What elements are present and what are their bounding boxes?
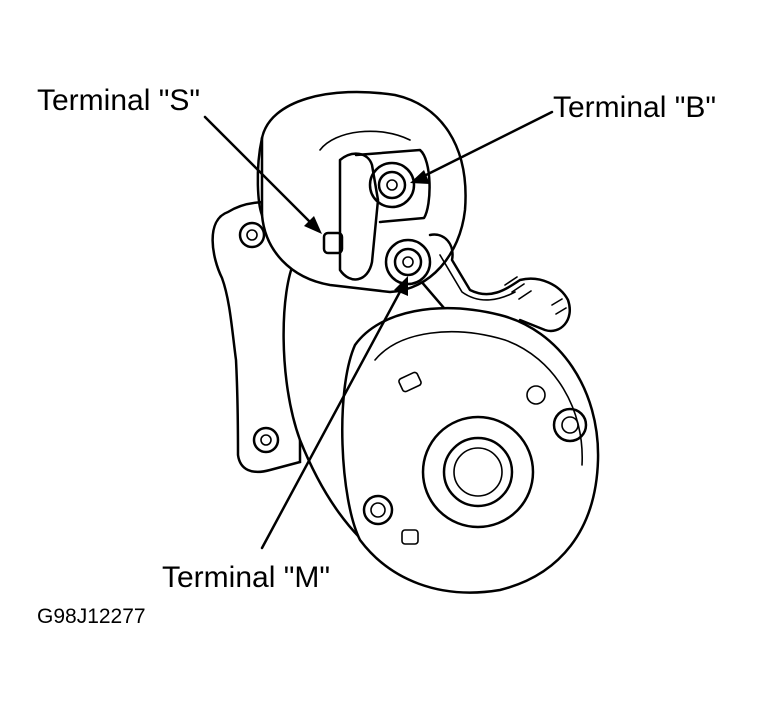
connector-strap-inner xyxy=(439,254,516,301)
terminal-b-nut xyxy=(377,170,407,200)
terminal-bracket xyxy=(338,152,380,281)
figure-code: G98J12277 xyxy=(37,605,146,628)
pinion-bore-outer xyxy=(421,415,535,529)
drive-end-rim xyxy=(374,331,583,466)
terminal-m-nut xyxy=(393,247,423,277)
solenoid-edge xyxy=(256,136,264,217)
terminal-s-stud xyxy=(322,231,344,255)
connector-strap xyxy=(428,233,571,333)
solenoid-body xyxy=(260,90,467,294)
drive-end-housing xyxy=(341,307,600,594)
through-bolt-right xyxy=(552,407,588,443)
pinion-bore-inner xyxy=(453,447,503,497)
terminal-m-label: Terminal "M" xyxy=(162,561,330,594)
through-bolt-left xyxy=(362,494,394,526)
solenoid-cap-ring xyxy=(319,130,411,151)
flange-bolt-hole-top-inner xyxy=(246,229,258,241)
pinion-bore-mid xyxy=(442,436,514,508)
boss-bottom xyxy=(401,529,419,545)
terminal-b-label: Terminal "B" xyxy=(553,91,717,124)
through-bolt-left-head xyxy=(370,502,386,518)
leader-terminal-m xyxy=(260,276,408,550)
terminal-b-washer xyxy=(368,161,416,209)
terminal-m-stud xyxy=(402,256,414,268)
through-bolt-right-head xyxy=(561,416,579,434)
terminal-s-label: Terminal "S" xyxy=(37,84,201,117)
leader-terminal-b xyxy=(410,110,554,184)
leader-terminal-s xyxy=(203,115,322,234)
boss-right xyxy=(526,385,546,405)
flange-bolt-hole-bottom xyxy=(252,426,280,454)
flange-bolt-hole-bottom-inner xyxy=(260,434,272,446)
terminal-b-stud xyxy=(386,179,398,191)
flange-bolt-hole-top xyxy=(238,221,266,249)
boss-top xyxy=(398,371,422,393)
strap-hatch xyxy=(504,276,567,315)
